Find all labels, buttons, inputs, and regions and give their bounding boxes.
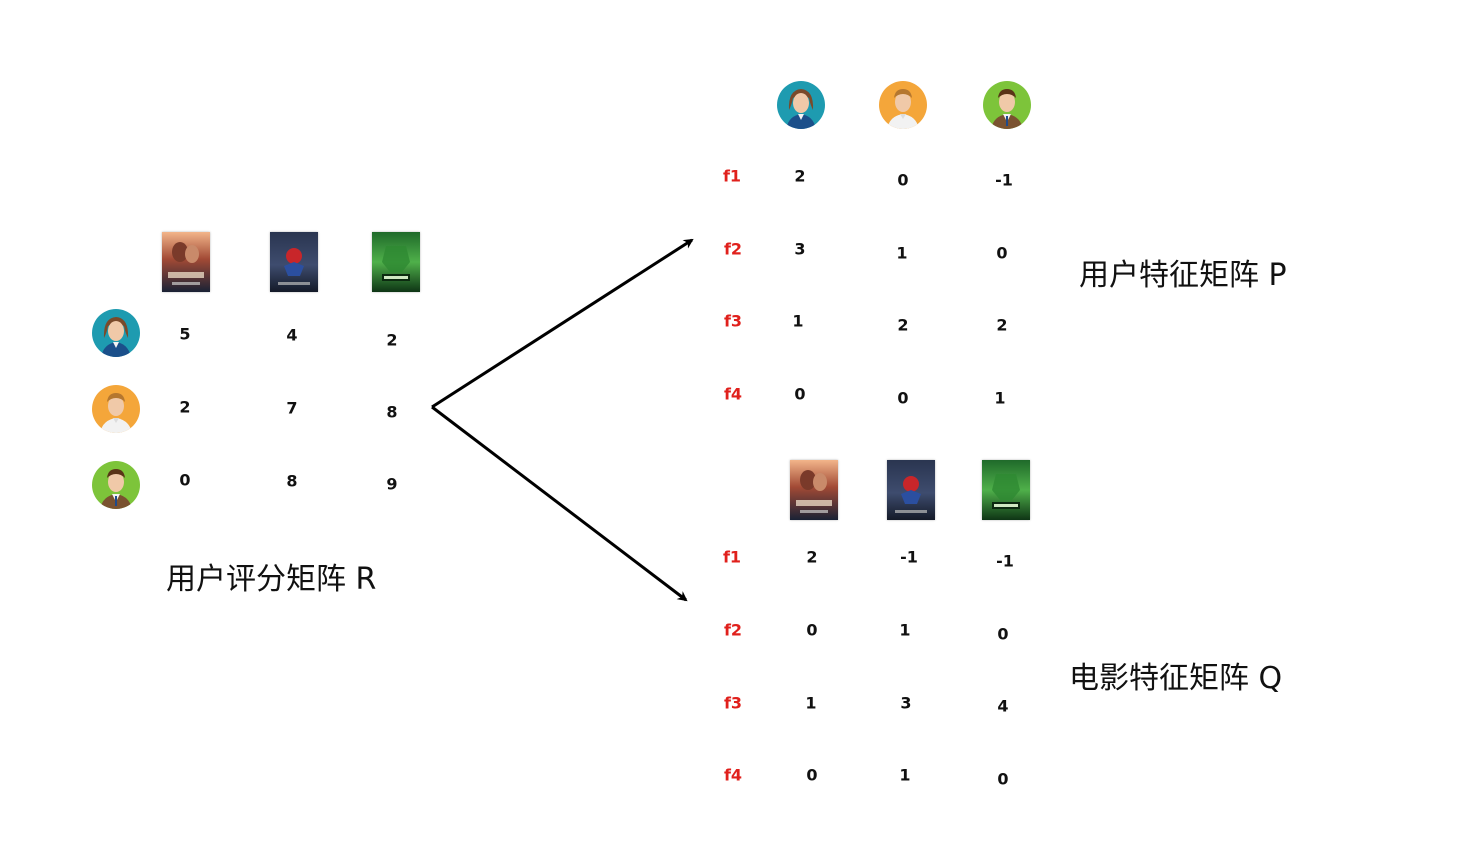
p-cell: 1 xyxy=(994,388,1006,408)
p-cell: 0 xyxy=(794,384,806,404)
p-cell: 3 xyxy=(794,239,806,259)
user-man-suit-avatar-icon xyxy=(983,81,1031,129)
user-man-suit-avatar-icon xyxy=(92,461,140,509)
p-cell: 0 xyxy=(897,170,909,190)
user-woman-avatar-icon xyxy=(92,309,140,357)
feature-label-f3: f3 xyxy=(723,311,743,331)
q-cell: 1 xyxy=(899,620,911,640)
rating-cell: 4 xyxy=(286,325,298,345)
q-cell: -1 xyxy=(900,547,918,567)
user-man-blond-avatar-icon xyxy=(879,81,927,129)
q-cell: 1 xyxy=(899,765,911,785)
p-cell: 2 xyxy=(897,315,909,335)
movie-poster-titanic-icon xyxy=(162,232,210,292)
user-woman-avatar-icon xyxy=(777,81,825,129)
feature-label-f3: f3 xyxy=(723,693,743,713)
movie-poster-hulk-icon xyxy=(982,460,1030,520)
q-cell: 2 xyxy=(806,547,818,567)
rating-cell: 9 xyxy=(386,474,398,494)
rating-cell: 0 xyxy=(179,470,191,490)
q-cell: 0 xyxy=(997,769,1009,789)
q-cell: 4 xyxy=(997,696,1009,716)
rating-cell: 2 xyxy=(179,397,191,417)
rating-cell: 8 xyxy=(286,471,298,491)
p-cell: 2 xyxy=(794,166,806,186)
q-cell: 3 xyxy=(900,693,912,713)
rating-matrix-caption: 用户评分矩阵 R xyxy=(166,562,377,597)
rating-cell: 2 xyxy=(386,330,398,350)
user-man-blond-avatar-icon xyxy=(92,385,140,433)
rating-cell: 5 xyxy=(179,324,191,344)
feature-label-f2: f2 xyxy=(723,620,743,640)
p-cell: 1 xyxy=(792,311,804,331)
q-cell: 0 xyxy=(806,620,818,640)
feature-label-f1: f1 xyxy=(722,166,742,186)
arrow-to-q xyxy=(431,405,688,602)
feature-label-f1: f1 xyxy=(722,547,742,567)
p-cell: 0 xyxy=(996,243,1008,263)
q-cell: 0 xyxy=(806,765,818,785)
movie-poster-titanic-icon xyxy=(790,460,838,520)
p-cell: 1 xyxy=(896,243,908,263)
rating-cell: 7 xyxy=(286,398,298,418)
arrow-to-p xyxy=(431,238,694,409)
user-feature-matrix-caption: 用户特征矩阵 P xyxy=(1079,258,1287,293)
rating-cell: 8 xyxy=(386,402,398,422)
p-cell: -1 xyxy=(995,170,1013,190)
p-cell: 0 xyxy=(897,388,909,408)
p-cell: 2 xyxy=(996,315,1008,335)
movie-poster-hulk-icon xyxy=(372,232,420,292)
q-cell: -1 xyxy=(996,551,1014,571)
movie-poster-spiderman-icon xyxy=(270,232,318,292)
movie-poster-spiderman-icon xyxy=(887,460,935,520)
q-cell: 0 xyxy=(997,624,1009,644)
feature-label-f2: f2 xyxy=(723,239,743,259)
q-cell: 1 xyxy=(805,693,817,713)
feature-label-f4: f4 xyxy=(723,384,743,404)
movie-feature-matrix-caption: 电影特征矩阵 Q xyxy=(1069,661,1283,696)
feature-label-f4: f4 xyxy=(723,765,743,785)
